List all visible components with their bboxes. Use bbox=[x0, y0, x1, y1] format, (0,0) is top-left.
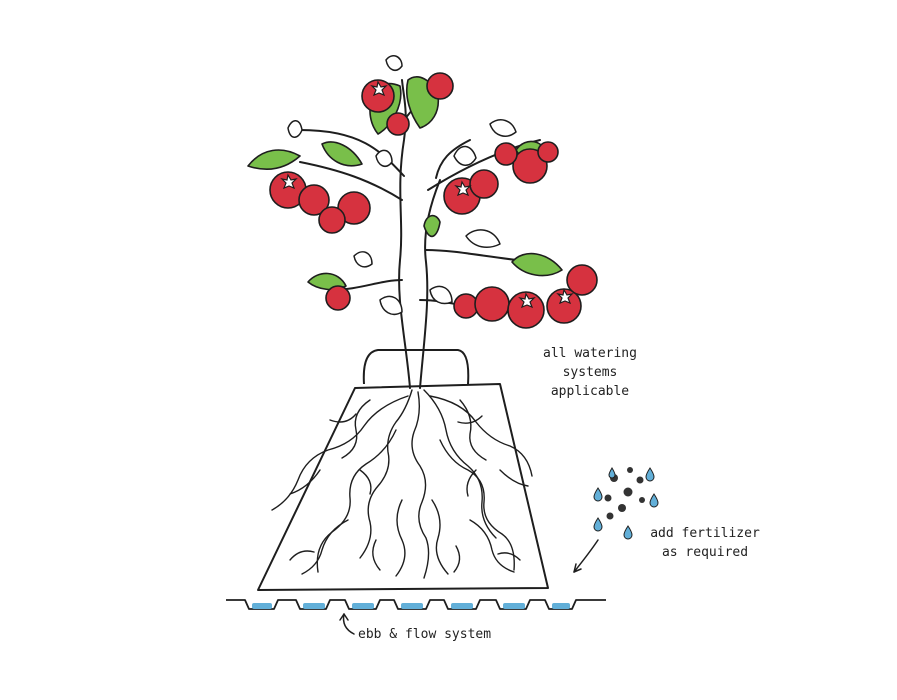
fertilizer-note: add fertilizer as required bbox=[646, 524, 764, 562]
watering-note-line1: all watering systems bbox=[543, 346, 637, 380]
curved-arrow-icon bbox=[573, 539, 599, 573]
water-in-tray bbox=[252, 603, 570, 609]
ebb-flow-tray bbox=[226, 599, 606, 610]
watering-note-line2: applicable bbox=[550, 384, 630, 399]
fertilizer-note-line2: as required bbox=[661, 545, 749, 560]
water-drop-icons bbox=[593, 467, 659, 540]
watering-systems-note: all watering systems applicable bbox=[520, 344, 660, 401]
ebb-flow-label: ebb & flow system bbox=[358, 627, 492, 642]
tomato-calyxes bbox=[280, 80, 574, 309]
ebb-arrow-icon bbox=[339, 613, 355, 635]
roots bbox=[271, 389, 533, 579]
fertilizer-note-line1: add fertilizer bbox=[650, 526, 760, 541]
root-ball bbox=[257, 349, 549, 591]
tomatoes bbox=[269, 72, 598, 329]
leaf-outlines bbox=[287, 55, 517, 316]
